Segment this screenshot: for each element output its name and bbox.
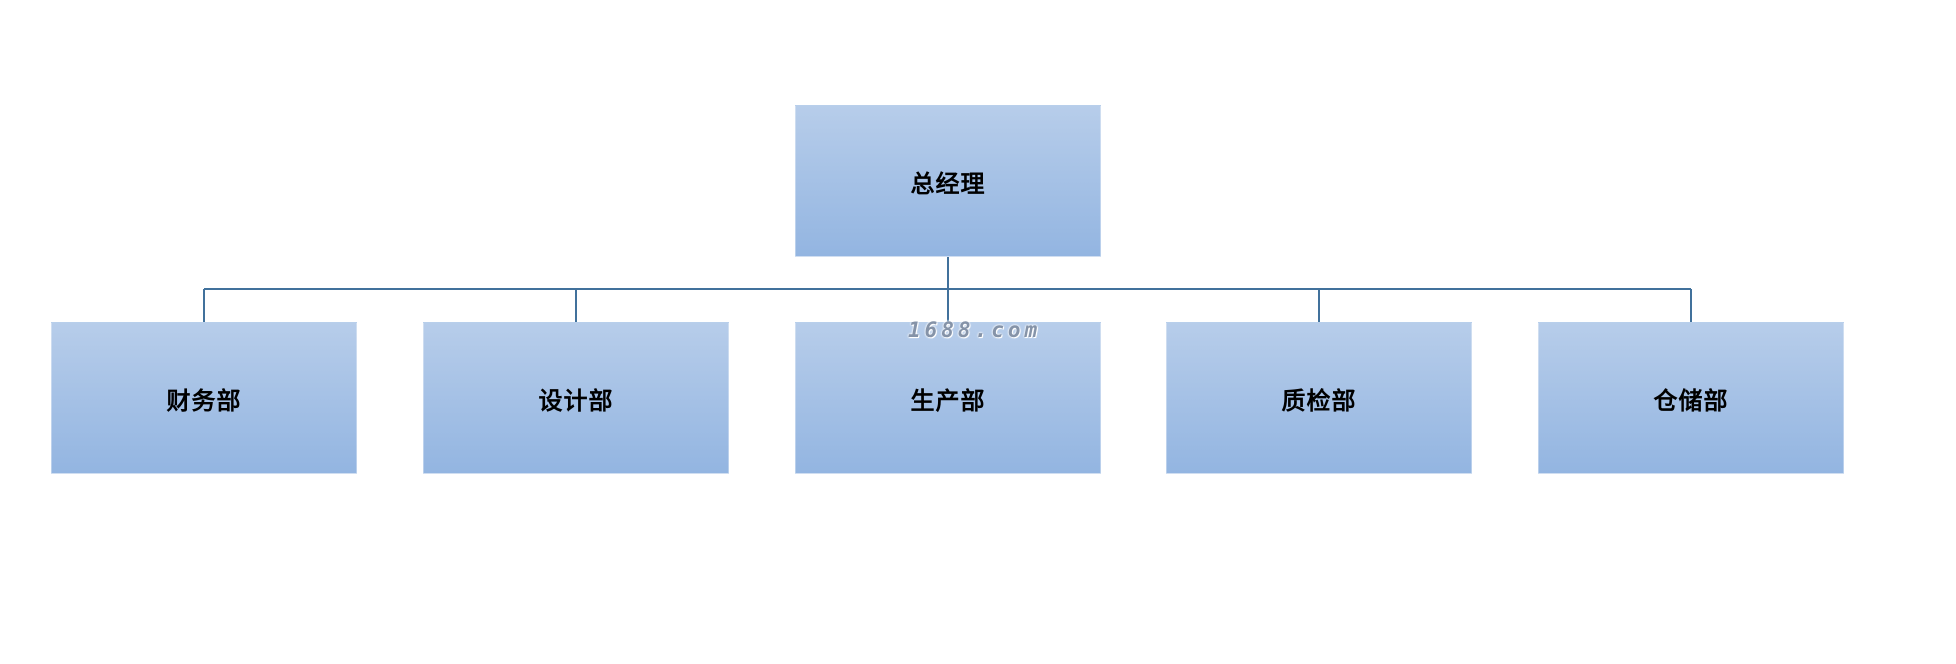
child-node-label: 仓储部 bbox=[1653, 385, 1729, 415]
child-node-box: 仓储部 bbox=[1538, 322, 1844, 474]
child-node-box: 质检部 bbox=[1166, 322, 1472, 474]
child-node-label: 财务部 bbox=[166, 385, 242, 415]
child-node-label: 生产部 bbox=[910, 385, 986, 415]
child-node-label: 设计部 bbox=[538, 385, 614, 415]
child-node-box: 设计部 bbox=[423, 322, 729, 474]
child-node-label: 质检部 bbox=[1281, 385, 1357, 415]
child-node-box: 生产部 bbox=[795, 322, 1101, 474]
watermark-text: 1688.com bbox=[908, 318, 1042, 342]
root-node-label: 总经理 bbox=[910, 168, 986, 198]
child-node-box: 财务部 bbox=[51, 322, 357, 474]
root-node-box: 总经理 bbox=[795, 105, 1101, 257]
